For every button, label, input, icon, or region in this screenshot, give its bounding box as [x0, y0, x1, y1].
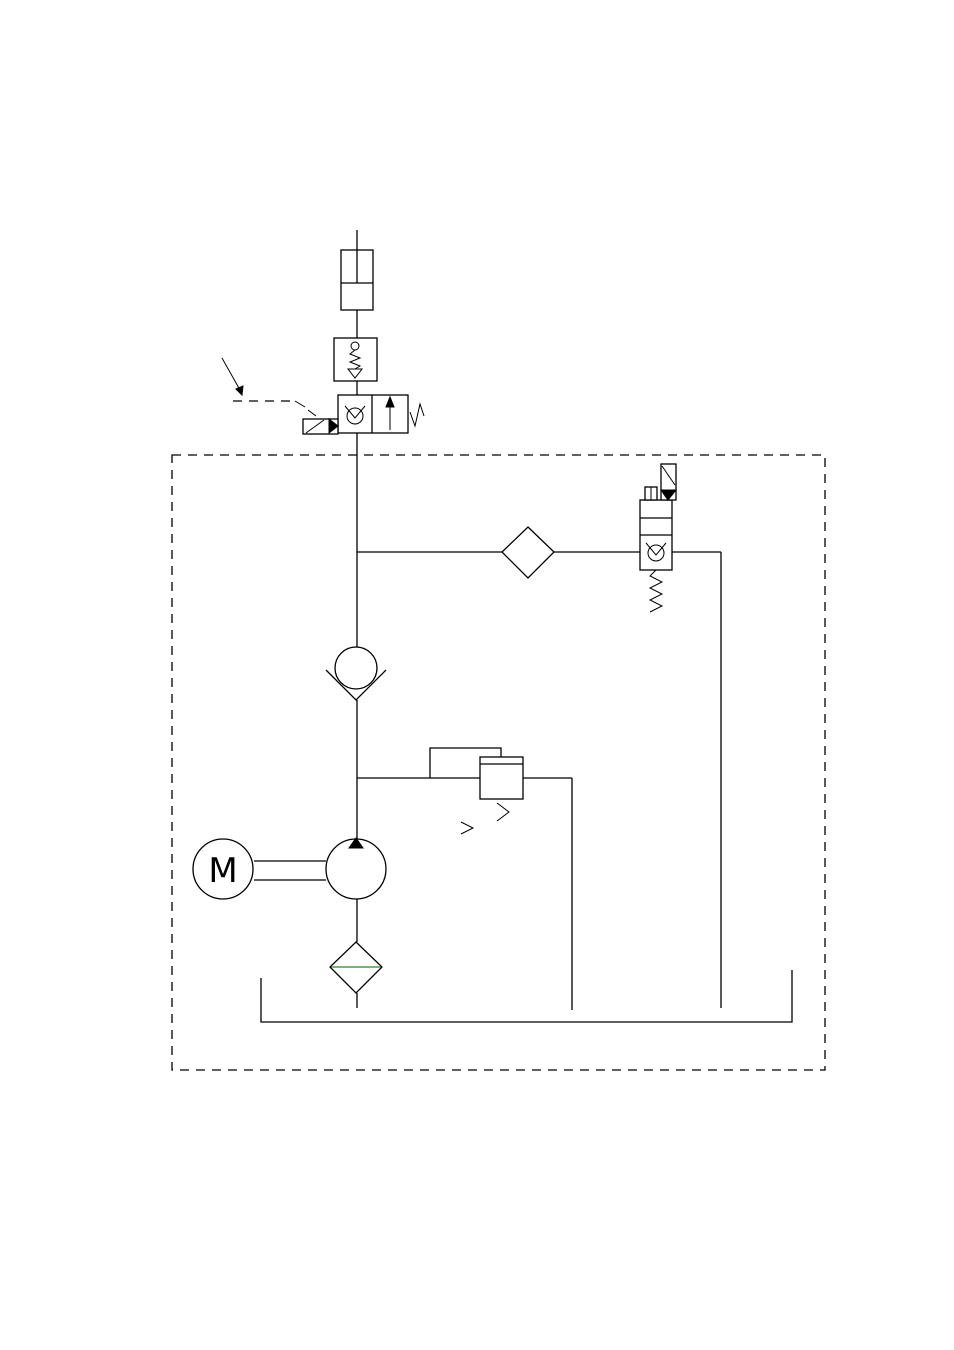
check-valve	[326, 647, 386, 700]
solenoid-release-valve	[640, 464, 676, 612]
release-solenoid-icon	[661, 464, 676, 500]
solenoid-directional-valve	[303, 395, 424, 434]
motor-shaft	[254, 861, 326, 880]
hydraulic-cylinder	[341, 230, 373, 310]
motor-label: M	[208, 851, 237, 891]
spring-check-valve	[334, 338, 377, 381]
solenoid-coil-icon	[303, 419, 338, 434]
pilot-signal-line	[222, 358, 316, 416]
hydraulic-pump	[326, 838, 386, 899]
electric-motor: M	[193, 839, 253, 899]
suction-strainer	[330, 942, 382, 993]
return-filter	[502, 527, 554, 578]
pressure-relief-valve	[430, 748, 523, 834]
